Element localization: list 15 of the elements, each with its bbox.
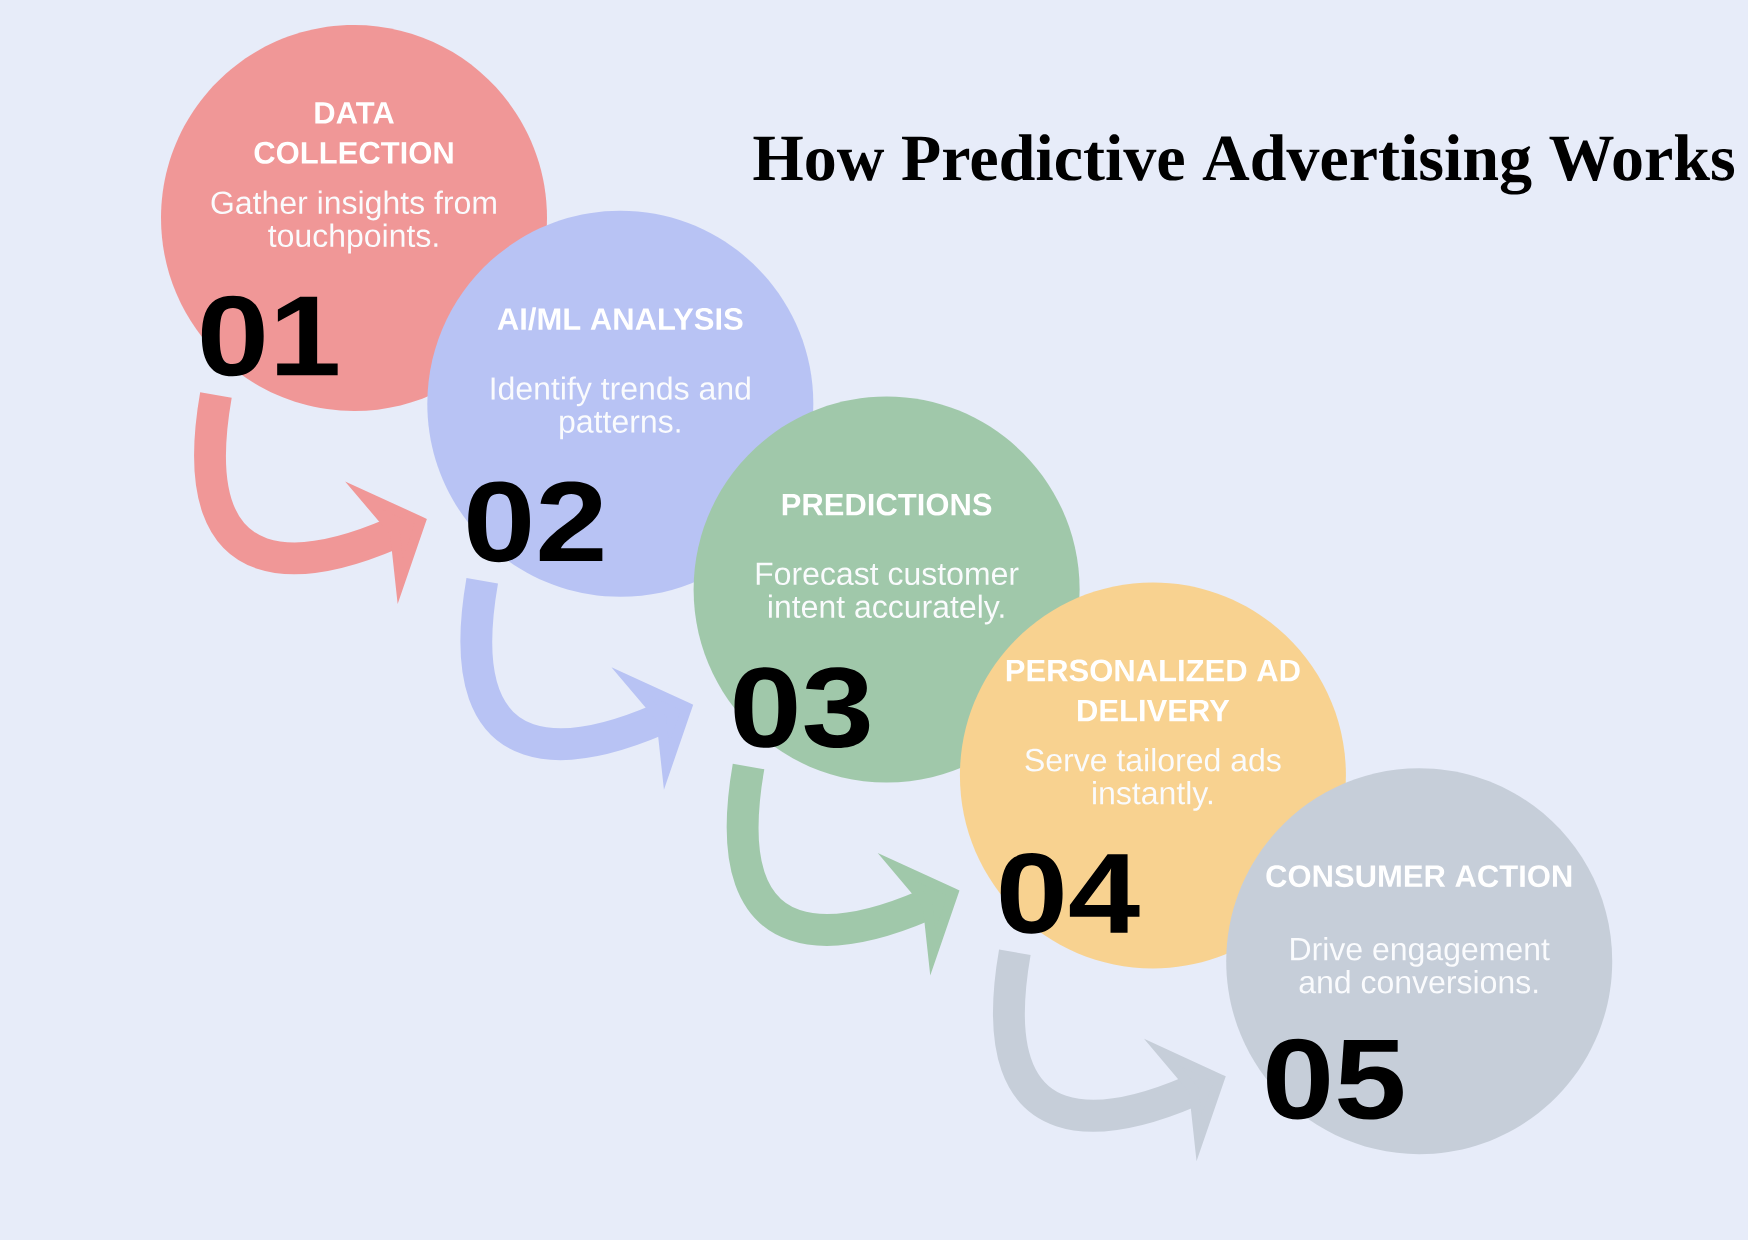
step-number: 02 bbox=[468, 481, 603, 563]
step-description: Serve tailored ads instantly. bbox=[1025, 748, 1281, 811]
step-description: Identify trends and patterns. bbox=[491, 376, 750, 440]
step-number: 05 bbox=[1267, 1038, 1403, 1120]
title: How Predictive Advertising Works bbox=[753, 134, 1735, 195]
step-number: 04 bbox=[1000, 853, 1140, 934]
step-heading: CONSUMER ACTION bbox=[1266, 865, 1572, 888]
step-heading: PREDICTIONS bbox=[782, 493, 992, 516]
step-heading: PERSONALIZED AD DELIVERY bbox=[1006, 659, 1300, 722]
step-description: Gather insights from touchpoints. bbox=[211, 190, 496, 254]
step-number: 03 bbox=[734, 667, 870, 749]
step-heading: AI/ML ANALYSIS bbox=[497, 307, 743, 331]
step-description: Forecast customer intent accurately. bbox=[756, 562, 1019, 625]
step-number: 01 bbox=[201, 295, 338, 377]
step-heading: DATA COLLECTION bbox=[254, 102, 453, 164]
